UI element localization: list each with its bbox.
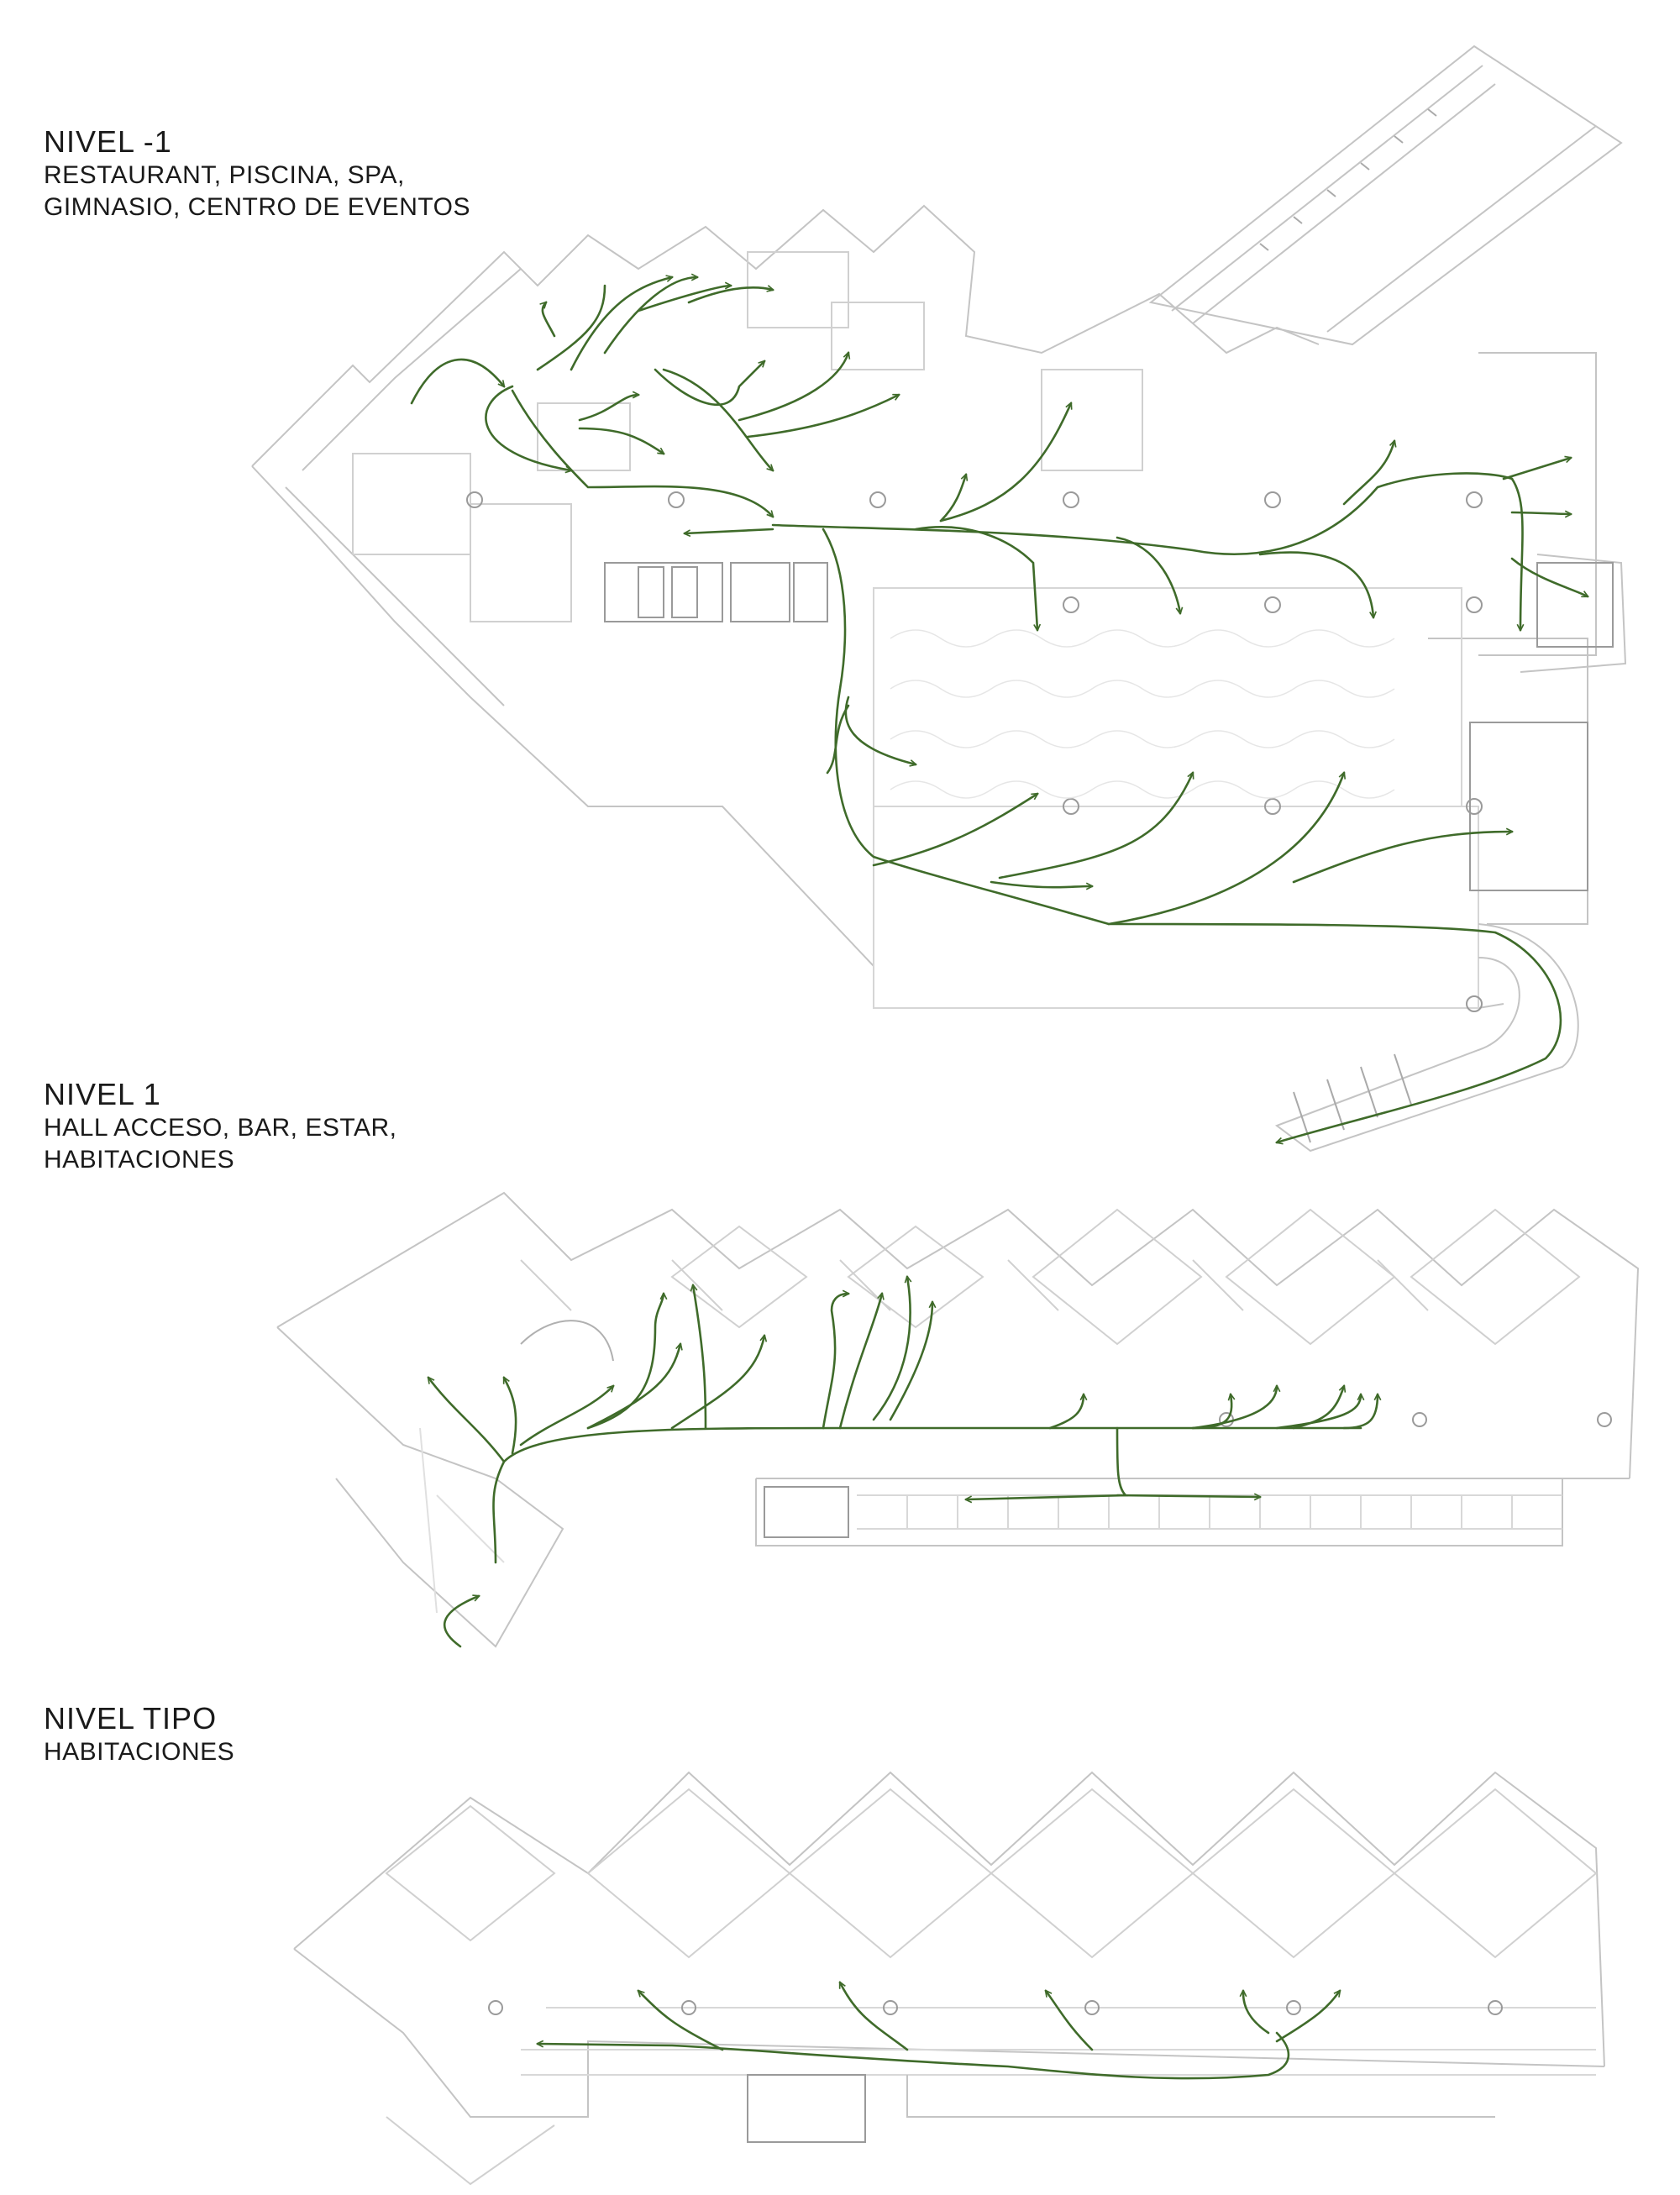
circulation-arrows-nivel-minus-1 <box>410 277 1588 1142</box>
level-title: NIVEL TIPO <box>44 1701 218 1736</box>
plan-nivel-1 <box>276 1191 1640 1648</box>
level-subtitle-line: HABITACIONES <box>44 1146 235 1174</box>
level-subtitle-line: HALL ACCESO, BAR, ESTAR, <box>44 1114 397 1142</box>
level-title: NIVEL 1 <box>44 1077 161 1111</box>
level-subtitle-line: GIMNASIO, CENTRO DE EVENTOS <box>44 193 471 221</box>
level-tipo-label: NIVEL TIPO HABITACIONES <box>44 1701 234 1768</box>
level-title: NIVEL -1 <box>44 124 172 159</box>
plan-nivel-minus-1 <box>251 45 1627 1153</box>
circulation-arrows-nivel-1 <box>428 1277 1378 1648</box>
level-subtitle-line: RESTAURANT, PISCINA, SPA, <box>44 161 405 189</box>
level-minus-1-label: NIVEL -1 RESTAURANT, PISCINA, SPA, GIMNA… <box>44 124 470 223</box>
level-subtitle-line: HABITACIONES <box>44 1738 235 1766</box>
circulation-arrows-nivel-tipo <box>538 1982 1340 2080</box>
level-1-label: NIVEL 1 HALL ACCESO, BAR, ESTAR, HABITAC… <box>44 1077 396 1176</box>
plan-nivel-tipo <box>293 1771 1605 2186</box>
